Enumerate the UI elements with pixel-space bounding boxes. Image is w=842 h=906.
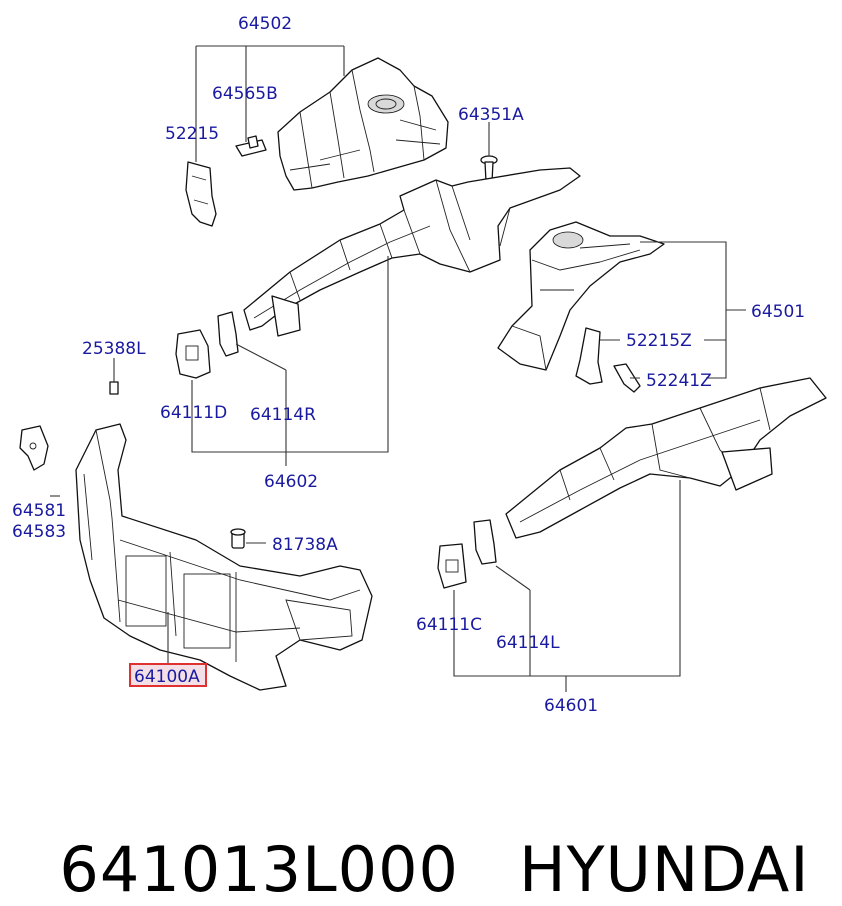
parts-diagram: 64502 64565B 52215 64351A 64501 52215Z 5…: [12, 14, 827, 716]
label-25388l[interactable]: 25388L: [82, 339, 146, 359]
label-52215[interactable]: 52215: [165, 124, 219, 144]
label-64114l[interactable]: 64114L: [496, 633, 560, 653]
bracket-52241z: [613, 363, 641, 393]
label-64601[interactable]: 64601: [544, 696, 598, 716]
label-64581[interactable]: 64581: [12, 501, 66, 521]
footer-caption: 641013L000 HYUNDAI: [18, 760, 810, 906]
label-64501[interactable]: 64501: [751, 302, 805, 322]
bolt-64351a: [480, 155, 498, 183]
clip-25388l: [109, 381, 119, 395]
label-64583[interactable]: 64583: [12, 522, 66, 542]
label-64100a[interactable]: 64100A: [134, 667, 200, 687]
bracket-52215: [185, 161, 217, 227]
footer-brand: HYUNDAI: [518, 833, 810, 906]
label-64565b[interactable]: 64565B: [212, 84, 278, 104]
wheelhouse-panel-right: [277, 57, 449, 191]
label-64602[interactable]: 64602: [264, 472, 318, 492]
highlight-box-64100a: [129, 663, 207, 687]
bracket-64114l: [473, 519, 497, 565]
footer-part-number: 641013L000: [59, 833, 459, 906]
label-64111c[interactable]: 64111C: [416, 615, 482, 635]
cap-81738a: [230, 528, 246, 549]
label-64351a[interactable]: 64351A: [458, 105, 524, 125]
side-member-front-left: [505, 377, 827, 539]
label-81738a[interactable]: 81738A: [272, 535, 338, 555]
plate-64111c: [437, 543, 467, 589]
label-64114r[interactable]: 64114R: [250, 405, 316, 425]
label-52241z[interactable]: 52241Z: [646, 371, 712, 391]
label-52215z[interactable]: 52215Z: [626, 331, 692, 351]
bracket-52215z: [575, 327, 603, 385]
bracket-64581: [19, 425, 49, 471]
leader-lines: [50, 45, 746, 692]
radiator-support-carrier: [75, 423, 373, 691]
bracket-64565b: [235, 135, 267, 157]
side-member-front-right: [243, 167, 581, 337]
wheelhouse-panel-left: [497, 221, 665, 371]
label-64502[interactable]: 64502: [238, 14, 292, 34]
label-64111d[interactable]: 64111D: [160, 403, 227, 423]
bracket-64114r: [217, 311, 239, 357]
plate-64111d: [175, 329, 211, 379]
